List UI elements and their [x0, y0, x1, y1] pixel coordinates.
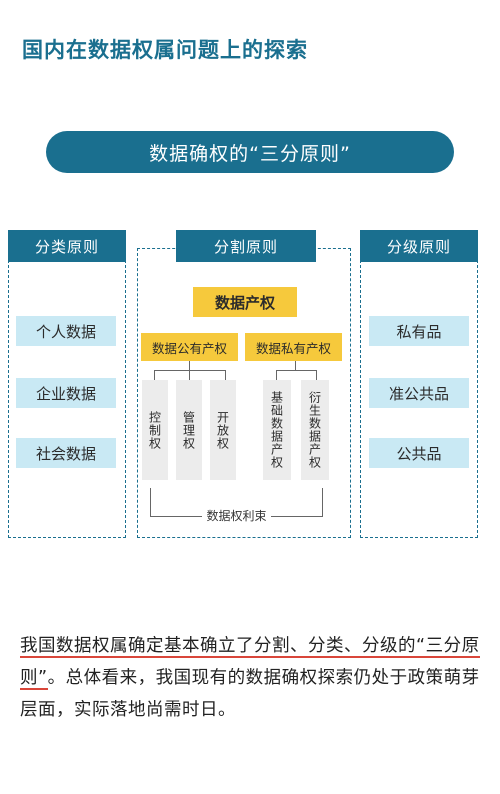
bracket-right [322, 488, 323, 516]
private-connector-bar [276, 370, 316, 371]
public-connector-line [225, 370, 226, 380]
control-right-box: 控制权 [142, 380, 168, 480]
public-property-rights-box: 数据公有产权 [141, 333, 238, 361]
private-connector-line [276, 370, 277, 380]
division-header: 分割原则 [176, 230, 316, 262]
grading-header: 分级原则 [360, 230, 478, 262]
basic-data-property-box: 基础数据产权 [263, 380, 291, 480]
grade-private-good: 私有品 [369, 316, 469, 346]
grade-quasi-public-good: 准公共品 [369, 378, 469, 408]
private-property-rights-box: 数据私有产权 [245, 333, 342, 361]
grade-public-good: 公共品 [369, 438, 469, 468]
public-connector-line [189, 361, 190, 380]
summary-paragraph: 我国数据权属确定基本确立了分割、分类、分级的“三分原则”。总体看来，我国现有的数… [20, 630, 482, 726]
management-right-box: 管理权 [176, 380, 202, 480]
classification-header: 分类原则 [8, 230, 126, 262]
public-connector-line [154, 370, 155, 380]
category-enterprise-data: 企业数据 [16, 378, 116, 408]
bracket-left [150, 488, 151, 516]
page-title: 国内在数据权属问题上的探索 [22, 38, 308, 62]
category-social-data: 社会数据 [16, 438, 116, 468]
private-connector-line [316, 370, 317, 380]
bracket-label-wrap: 数据权利束 [150, 507, 323, 524]
summary-text: 。总体看来，我国现有的数据确权探索仍处于政策萌芽层面，实际落地尚需时日。 [20, 668, 480, 720]
openness-right-box: 开放权 [210, 380, 236, 480]
category-personal-data: 个人数据 [16, 316, 116, 346]
data-property-rights-box: 数据产权 [193, 287, 297, 317]
data-rights-bundle-label: 数据权利束 [202, 507, 271, 524]
public-connector-bar [154, 370, 226, 371]
summary-highlighted-text: 我国数据权属确定基本确立了分割、分类、分级的“三分原则” [20, 636, 480, 690]
derived-data-property-box: 衍生数据产权 [301, 380, 329, 480]
principle-banner: 数据确权的“三分原则” [46, 131, 454, 173]
private-connector-line [295, 361, 296, 370]
